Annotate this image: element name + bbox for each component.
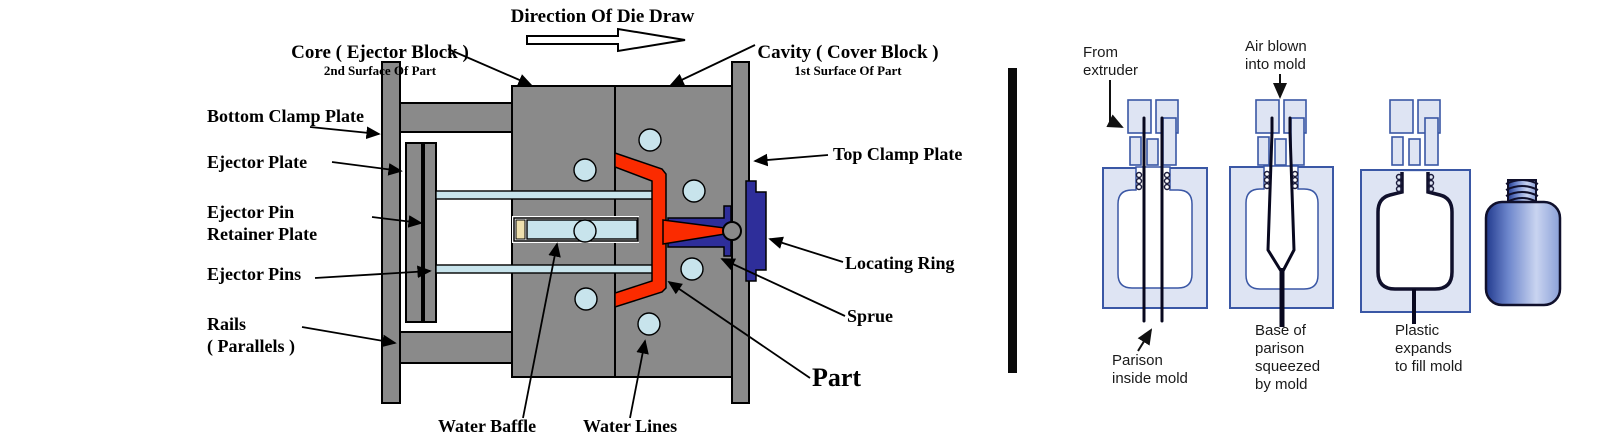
- direction-of-die-draw-label: Direction Of Die Draw: [510, 6, 695, 27]
- neck-thread-marks: [1135, 171, 1171, 191]
- water-lines-label: Water Lines: [583, 416, 678, 436]
- injection-mold-cross-section: [301, 27, 846, 419]
- blow-molding-sequence: [1102, 74, 1562, 352]
- blow-mold-stage-3: [1360, 99, 1471, 324]
- ejector-pin-top-shape: [435, 190, 654, 200]
- bottom-clamp-plate-shape: [381, 61, 401, 404]
- finished-bottle: [1484, 179, 1562, 307]
- base-of-parison-label: Base of parison squeezed by mold: [1255, 322, 1321, 393]
- core-label: Core ( Ejector Block ) 2nd Surface Of Pa…: [280, 20, 480, 100]
- blow-mold-stage-1: [1102, 99, 1208, 323]
- rail-bottom-shape: [399, 331, 513, 364]
- ejector-plate-label: Ejector Plate: [207, 152, 308, 172]
- sprue-label: Sprue: [847, 306, 894, 326]
- blow-molding-arrows: [1106, 74, 1287, 352]
- bottom-clamp-plate-label: Bottom Clamp Plate: [207, 106, 364, 126]
- ejector-pin-retainer-plate-label: Ejector Pin Retainer Plate: [207, 202, 318, 244]
- neck-thread-marks: [1263, 170, 1299, 190]
- water-line-circles: [573, 128, 706, 336]
- section-divider: [1008, 68, 1017, 373]
- top-clamp-plate-label: Top Clamp Plate: [833, 144, 963, 164]
- blow-mold-stage-2: [1229, 99, 1334, 327]
- locating-ring-label: Locating Ring: [845, 253, 955, 273]
- ejector-pin-bottom-shape: [435, 264, 654, 274]
- water-baffle-label: Water Baffle: [438, 416, 537, 436]
- core-label-main: Core ( Ejector Block ): [291, 42, 469, 63]
- cavity-label-sub: 1st Surface Of Part: [794, 63, 902, 78]
- die-draw-arrow-icon: [526, 27, 686, 53]
- cavity-label: Cavity ( Cover Block ) 1st Surface Of Pa…: [748, 20, 948, 100]
- ejector-pins-label: Ejector Pins: [207, 264, 302, 284]
- core-label-sub: 2nd Surface Of Part: [323, 63, 437, 78]
- part-label: Part: [812, 363, 862, 392]
- air-blown-label: Air blown into mold: [1245, 38, 1307, 73]
- leader-arrows: [301, 44, 846, 419]
- ejector-pin-retainer-plate-shape: [423, 142, 437, 323]
- molded-part-shape: [614, 151, 667, 309]
- from-extruder-label: From extruder: [1083, 44, 1139, 79]
- rails-label: Rails ( Parallels ): [207, 314, 295, 356]
- parison-inside-mold-label: Parison inside mold: [1112, 352, 1188, 387]
- ejector-plate-shape: [405, 142, 423, 323]
- rail-top-shape: [399, 102, 513, 133]
- neck-thread-marks: [1395, 173, 1435, 193]
- plastic-expands-label: Plastic expands to fill mold: [1395, 322, 1463, 375]
- nozzle-seat-knob: [722, 221, 742, 241]
- bottle-body: [1484, 200, 1562, 307]
- locating-ring-shape: [745, 180, 767, 282]
- baffle-end-cap: [515, 219, 526, 240]
- cavity-label-main: Cavity ( Cover Block ): [757, 42, 939, 63]
